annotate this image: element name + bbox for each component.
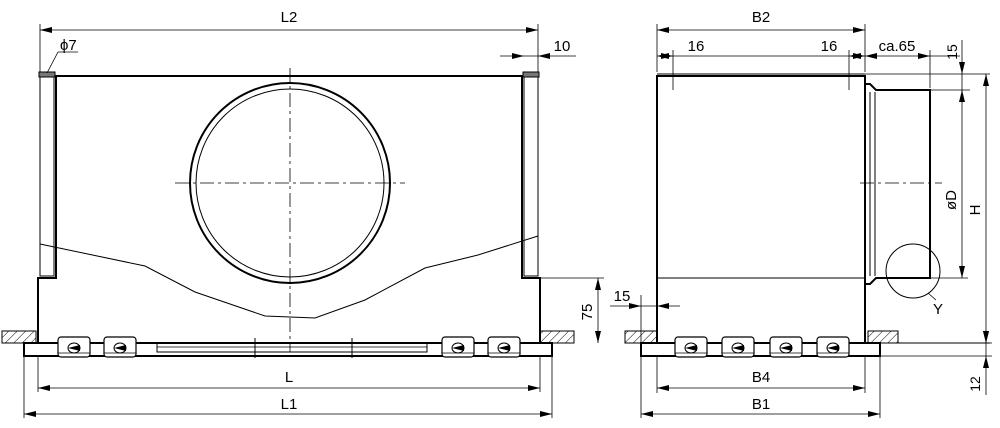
arrow-b4-right xyxy=(853,385,865,391)
label-h: H xyxy=(967,205,984,216)
right-post xyxy=(523,75,539,277)
right-post-cap xyxy=(522,71,540,78)
body-outline-side xyxy=(656,75,866,343)
floor-hatch-right-side xyxy=(867,330,899,344)
arrow-h-top xyxy=(983,74,989,86)
arrow-15l-b xyxy=(657,303,669,309)
arrow-b1-left xyxy=(641,411,653,417)
tie-rod xyxy=(156,342,428,353)
label-15-top: 15 xyxy=(944,44,960,60)
arrow-l1-right xyxy=(540,411,552,417)
label-l2: L2 xyxy=(281,9,298,26)
clamp-side-2 xyxy=(721,336,755,358)
arrow-l-left xyxy=(38,385,50,391)
arrow-12-top xyxy=(983,331,989,343)
arrow-ca65-left xyxy=(865,53,877,59)
side-view: Y B2 16 16 ca.65 15 xyxy=(610,9,992,418)
arrow-10-right xyxy=(538,53,550,59)
label-75: 75 xyxy=(579,304,596,321)
clamp-side-1 xyxy=(674,336,708,358)
clamp-side-3 xyxy=(769,336,803,358)
leader-phi7 xyxy=(46,51,59,74)
arrow-l-right xyxy=(528,385,540,391)
arrow-b4-left xyxy=(657,385,669,391)
arrow-b2-right xyxy=(853,27,865,33)
clamp-4 xyxy=(487,336,521,358)
arrow-75-bottom xyxy=(595,331,601,343)
body-outline-front xyxy=(37,75,541,343)
arrow-l1-left xyxy=(24,411,36,417)
label-b1: B1 xyxy=(752,396,770,413)
pipe-stub xyxy=(865,83,931,285)
arrow-75-top xyxy=(595,278,601,290)
label-b2: B2 xyxy=(752,9,770,26)
pipe-outer-circle xyxy=(189,82,391,284)
arrow-l2-left xyxy=(40,27,52,33)
front-view: L2 ϕ7 10 75 L L1 xyxy=(1,9,604,418)
arrow-b1-right xyxy=(868,411,880,417)
arrow-15top-a xyxy=(959,62,965,74)
arrow-12-bottom xyxy=(983,356,989,368)
clamp-3 xyxy=(441,336,475,358)
detail-y-circle xyxy=(885,243,941,299)
arrow-b2-left xyxy=(657,27,669,33)
label-l: L xyxy=(285,369,293,386)
arrow-16r-b xyxy=(853,53,865,59)
floor-hatch-right xyxy=(539,330,575,344)
clamp-2 xyxy=(103,336,137,358)
leader-y xyxy=(927,292,937,301)
label-l1: L1 xyxy=(281,396,298,413)
label-b4: B4 xyxy=(752,369,770,386)
clamp-side-4 xyxy=(816,336,850,358)
label-ca65: ca.65 xyxy=(879,38,916,55)
section-cut-line xyxy=(39,235,539,319)
label-phid: øD xyxy=(943,190,960,210)
label-16-right: 16 xyxy=(821,38,838,55)
label-12: 12 xyxy=(967,376,983,392)
arrow-10-left xyxy=(512,53,524,59)
label-10: 10 xyxy=(554,38,571,55)
arrow-16l-b xyxy=(661,53,673,59)
base-plate-side xyxy=(640,342,881,357)
label-phi7: ϕ7 xyxy=(60,37,77,54)
label-y: Y xyxy=(933,301,943,318)
arrow-l2-right xyxy=(526,27,538,33)
arrow-ca65-right xyxy=(918,53,930,59)
arrow-phid-bottom xyxy=(959,266,965,278)
clamp-1 xyxy=(57,336,91,358)
label-16-left: 16 xyxy=(688,38,705,55)
arrow-15l-a xyxy=(629,303,641,309)
left-post-cap xyxy=(38,71,56,78)
floor-hatch-left xyxy=(1,330,37,344)
label-15-left: 15 xyxy=(614,288,631,305)
